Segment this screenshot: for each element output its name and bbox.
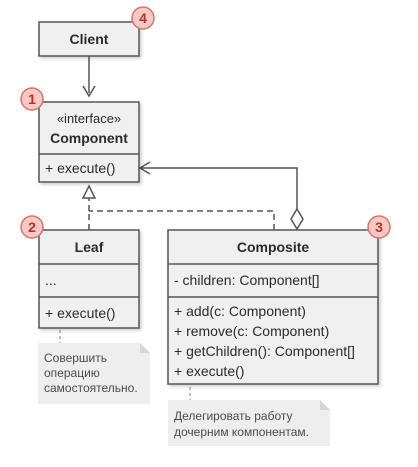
composite-method-add: + add(c: Component): [174, 303, 306, 319]
composite-note-fold: [320, 400, 330, 410]
composite-title: Composite: [237, 239, 310, 255]
composite-realization-line: [89, 210, 275, 230]
composite-method-remove: + remove(c: Component): [174, 323, 329, 339]
leaf-note-shape: [38, 343, 150, 404]
badge-number-4: 4: [139, 10, 147, 26]
client-component-arrowhead: [82, 85, 96, 98]
aggregation-diamond: [290, 207, 304, 231]
composite-box: [167, 229, 379, 385]
component-box: [38, 101, 140, 183]
leaf-method: + execute(): [45, 305, 115, 321]
composite-component-line: [141, 167, 298, 211]
badge-circle-4: [131, 6, 155, 30]
badge-number-2: 2: [28, 219, 36, 235]
composite-field: - children: Component[]: [174, 272, 320, 288]
badge-circle-2: [20, 215, 44, 239]
badge-circle-1: [20, 87, 44, 111]
leaf-class: Leaf ... + execute(): [38, 229, 140, 329]
component-interface: «interface» Component + execute(): [38, 101, 140, 183]
badge-circle-3: [367, 215, 391, 239]
component-stereotype: «interface»: [57, 111, 121, 126]
composite-note-line-2: дочерним компонентам.: [174, 425, 309, 439]
composite-method-execute: + execute(): [174, 363, 244, 379]
leaf-note-line-2: операцию: [44, 366, 100, 380]
composite-note-shape: [168, 400, 330, 446]
component-title: Component: [50, 130, 128, 146]
leaf-note: Совершить операцию самостоятельно.: [38, 343, 150, 404]
badge-number-1: 1: [28, 91, 36, 107]
composite-class: Composite - children: Component[] + add(…: [167, 229, 379, 385]
leaf-fields: ...: [45, 272, 57, 288]
composite-method-get-children: + getChildren(): Component[]: [174, 343, 355, 359]
leaf-note-line-3: самостоятельно.: [44, 381, 138, 395]
badge-leaf: 2: [20, 215, 44, 239]
badge-client: 4: [131, 6, 155, 30]
client-box: [38, 21, 140, 57]
leaf-box: [38, 229, 140, 329]
composite-component-arrowhead: [138, 161, 151, 175]
leaf-title: Leaf: [75, 239, 104, 255]
component-method: + execute(): [45, 160, 115, 176]
client-class: Client: [38, 21, 140, 57]
connectors: [59, 56, 304, 400]
badge-component: 1: [20, 87, 44, 111]
composite-note-line-1: Делегировать работу: [174, 409, 293, 423]
realization-triangle: [81, 184, 97, 199]
badge-composite: 3: [367, 215, 391, 239]
badge-number-3: 3: [375, 219, 383, 235]
client-title: Client: [70, 31, 109, 47]
composite-note: Делегировать работу дочерним компонентам…: [168, 400, 330, 446]
leaf-note-fold: [140, 343, 150, 353]
leaf-note-line-1: Совершить: [44, 351, 107, 365]
